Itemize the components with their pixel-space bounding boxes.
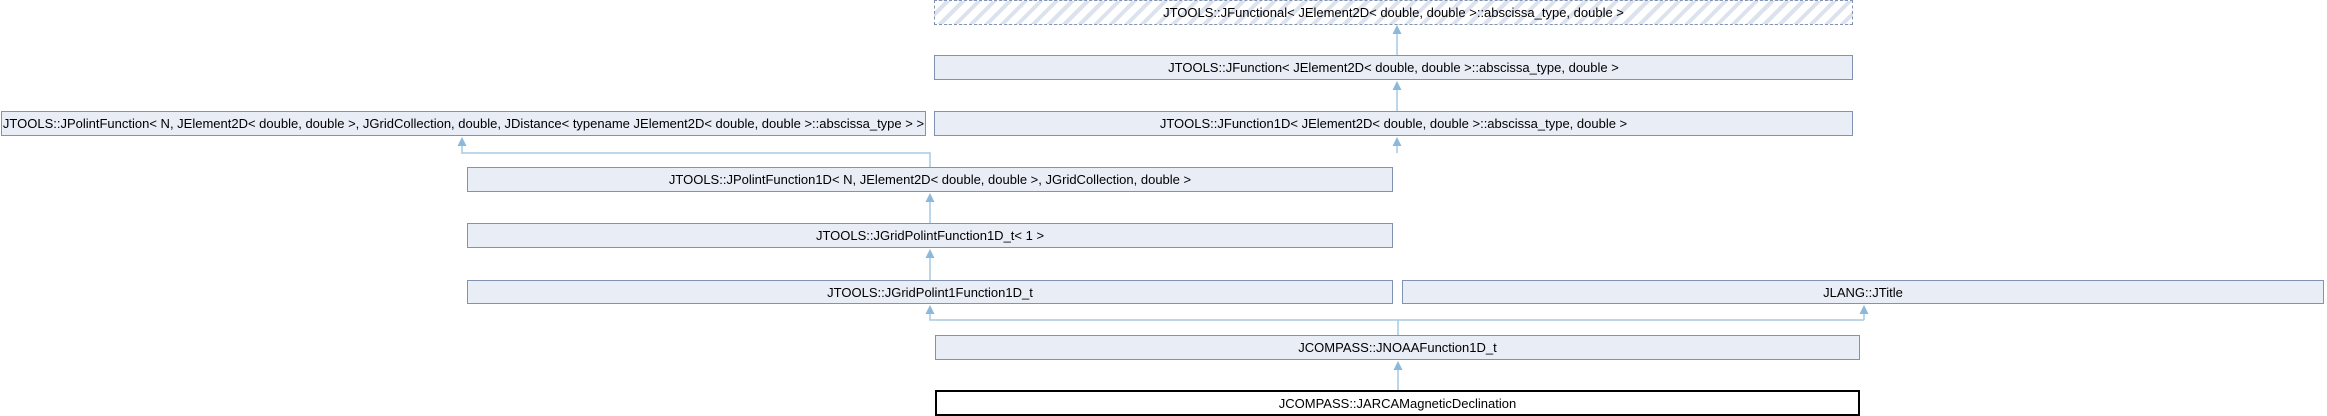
edge-jarcamagneticdeclination-to-jnoaafunction1d_t	[1393, 361, 1403, 390]
edge-jgridpolintfunction1d_t-to-jpolintfunction1d	[925, 193, 935, 223]
node-jarcamagneticdeclination-current-class: JCOMPASS::JARCAMagneticDeclination	[935, 390, 1860, 416]
edge-jpolintfunction1d-to-parents	[457, 137, 1402, 167]
node-jlang-jtitle[interactable]: JLANG::JTitle	[1402, 280, 2324, 304]
edge-jfunction1d-to-jfunction	[1392, 81, 1402, 111]
node-jfunction[interactable]: JTOOLS::JFunction< JElement2D< double, d…	[934, 55, 1853, 80]
node-jfunction1d[interactable]: JTOOLS::JFunction1D< JElement2D< double,…	[934, 111, 1853, 136]
edge-jnoaafunction1d_t-to-parents	[925, 305, 1869, 335]
node-jgridpolint1function1d-t[interactable]: JTOOLS::JGridPolint1Function1D_t	[467, 280, 1393, 304]
node-jpolintfunction[interactable]: JTOOLS::JPolintFunction< N, JElement2D< …	[1, 111, 926, 136]
node-jgridpolintfunction1d-t[interactable]: JTOOLS::JGridPolintFunction1D_t< 1 >	[467, 223, 1393, 248]
node-jfunctional: JTOOLS::JFunctional< JElement2D< double,…	[934, 0, 1853, 25]
node-jpolintfunction1d[interactable]: JTOOLS::JPolintFunction1D< N, JElement2D…	[467, 167, 1393, 192]
edge-jfunction-to-jfunctional	[1392, 25, 1402, 55]
node-jnoaafunction1d-t[interactable]: JCOMPASS::JNOAAFunction1D_t	[935, 335, 1860, 360]
edge-jgridpolint1function1d_t-to-jgridpolintfunction1d_t	[925, 249, 935, 280]
